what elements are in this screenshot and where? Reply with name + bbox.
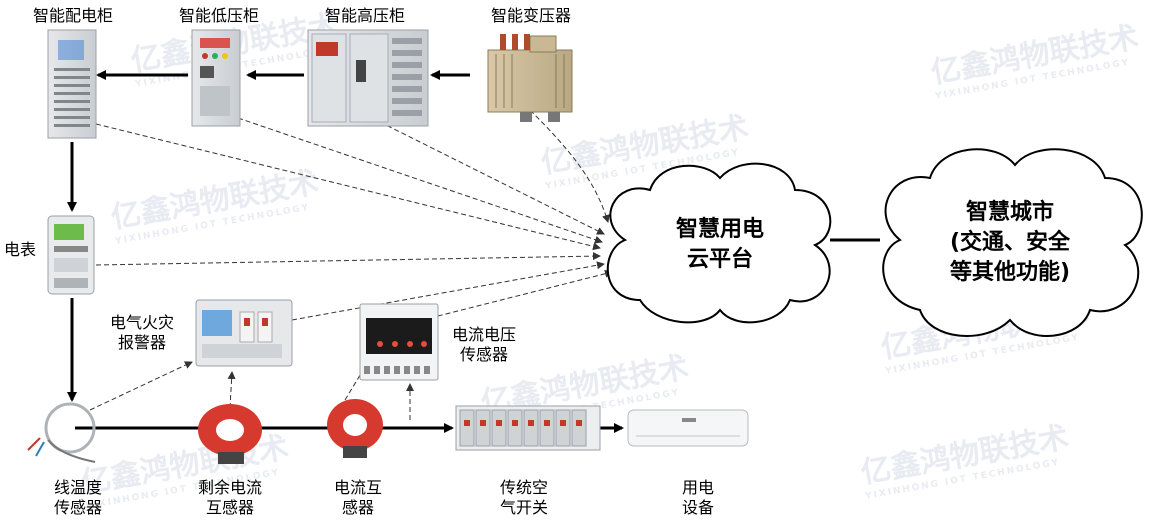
low-voltage-cabinet-icon — [191, 29, 241, 127]
smart-city-label: 智慧城市 (交通、安全 等其他功能) — [910, 198, 1110, 288]
cv-sensor-label-line1: 电流电压 — [451, 325, 516, 344]
residual-current-transformer-icon — [198, 404, 262, 464]
high-voltage-cabinet-icon — [307, 29, 429, 127]
data-arrow-fire-alarm — [291, 261, 605, 321]
low-voltage-cabinet-label: 智能低压柜 — [178, 6, 259, 25]
load-device-label-line2: 设备 — [681, 498, 714, 517]
smart-city-cloud-shape — [882, 148, 1143, 337]
cloud-platform-label: 智慧用电 云平台 — [640, 215, 800, 275]
transformer-icon — [487, 34, 573, 122]
data-arrow-distribution — [95, 123, 601, 251]
ct-label-line2: 感器 — [341, 498, 374, 517]
distribution-cabinet-label: 智能配电柜 — [32, 6, 113, 25]
data-arrow-meter — [95, 252, 601, 266]
data-arrow-hv — [379, 121, 605, 235]
current-voltage-sensor-icon — [359, 303, 439, 381]
cloud-platform-label-line1: 智慧用电 — [675, 217, 764, 242]
fire-alarm-icon — [195, 299, 293, 367]
current-transformer-icon — [327, 399, 383, 458]
smart-city-label-line1: 智慧城市 — [965, 200, 1054, 225]
fire-alarm-label: 电气火灾 报警器 — [94, 313, 190, 353]
distribution-cabinet-icon — [47, 29, 97, 139]
data-arrow-transformer — [529, 109, 610, 223]
cv-sensor-label-line2: 传感器 — [459, 345, 508, 364]
breaker-icon — [455, 405, 601, 451]
smart-city-label-line3: 等其他功能) — [949, 260, 1071, 285]
residual-ct-label-line2: 互感器 — [205, 498, 254, 517]
meter-icon — [47, 215, 95, 295]
temperature-sensor-icon — [27, 402, 96, 463]
residual-ct-label-line1: 剩余电流 — [197, 478, 262, 497]
data-arrow-temp-to-alarm — [89, 361, 193, 411]
fire-alarm-label-line1: 电气火灾 — [109, 313, 174, 332]
breaker-label-line2: 气开关 — [499, 498, 548, 517]
fire-alarm-label-line2: 报警器 — [117, 333, 166, 352]
residual-ct-label: 剩余电流 互感器 — [182, 478, 278, 518]
data-arrow-residual-to-alarm — [227, 371, 236, 409]
data-arrow-cv-sensor — [429, 269, 613, 319]
power-flow-arrows — [67, 70, 880, 433]
load-device-label: 用电 设备 — [650, 478, 746, 518]
high-voltage-cabinet-label: 智能高压柜 — [324, 6, 405, 25]
ct-label-line1: 电流互 — [333, 478, 382, 497]
smart-city-label-line2: (交通、安全 — [949, 230, 1071, 255]
cv-sensor-label: 电流电压 传感器 — [436, 325, 532, 365]
temperature-sensor-label: 线温度 传感器 — [30, 478, 126, 518]
temperature-sensor-label-line2: 传感器 — [53, 498, 102, 517]
transformer-label: 智能变压器 — [490, 6, 571, 25]
load-device-icon — [627, 409, 749, 447]
ct-label: 电流互 感器 — [310, 478, 406, 518]
cloud-platform-shape — [606, 162, 832, 324]
data-flow-arrows — [89, 109, 613, 420]
data-arrow-lv — [237, 117, 603, 244]
load-device-label-line1: 用电 — [681, 478, 714, 497]
breaker-label-line1: 传统空 — [499, 478, 548, 497]
temperature-sensor-label-line1: 线温度 — [53, 478, 102, 497]
breaker-label: 传统空 气开关 — [476, 478, 572, 518]
cloud-platform-label-line2: 云平台 — [686, 247, 753, 272]
meter-label: 电表 — [3, 240, 36, 259]
